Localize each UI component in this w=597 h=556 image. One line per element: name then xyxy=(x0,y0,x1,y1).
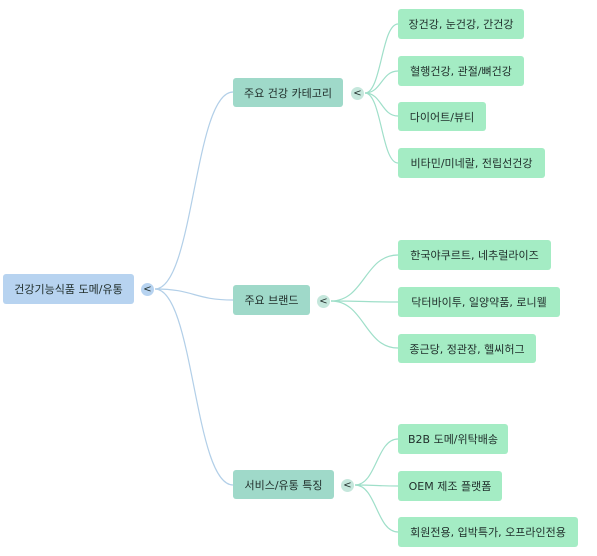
connector-line xyxy=(354,484,399,487)
leaf-label: 장건강, 눈건강, 간건강 xyxy=(408,18,514,31)
leaf-node[interactable]: 비타민/미네랄, 전립선건강 xyxy=(398,148,545,178)
branch-node-health-categories[interactable]: 주요 건강 카테고리 xyxy=(233,78,343,107)
connector-line xyxy=(154,91,234,290)
leaf-node[interactable]: 닥터바이투, 일양약품, 로니웰 xyxy=(398,287,560,317)
leaf-node[interactable]: 장건강, 눈건강, 간건강 xyxy=(398,9,524,39)
root-label: 건강기능식품 도메/유통 xyxy=(14,283,123,296)
connector-line xyxy=(354,484,399,533)
root-collapse-toggle[interactable]: < xyxy=(140,282,155,297)
leaf-node[interactable]: OEM 제조 플랫폼 xyxy=(398,471,502,501)
branch-label: 주요 브랜드 xyxy=(244,294,299,307)
branch-label: 주요 건강 카테고리 xyxy=(244,86,332,100)
connector-line xyxy=(364,92,399,117)
leaf-node[interactable]: 종근당, 정관장, 헬씨허그 xyxy=(398,334,536,363)
branch-node-brands[interactable]: 주요 브랜드 xyxy=(233,285,310,315)
leaf-label: 비타민/미네랄, 전립선건강 xyxy=(410,157,533,170)
chevron-left-icon: < xyxy=(143,283,152,295)
leaf-label: 회원전용, 입박특가, 오프라인전용 xyxy=(410,526,566,539)
leaf-label: 한국야쿠르트, 네추럴라이즈 xyxy=(410,249,539,262)
chevron-left-icon: < xyxy=(319,295,328,307)
leaf-node[interactable]: B2B 도메/위탁배송 xyxy=(398,424,508,454)
connector-line xyxy=(330,300,399,349)
branch-collapse-toggle[interactable]: < xyxy=(316,294,331,309)
root-node[interactable]: 건강기능식품 도메/유통 xyxy=(3,274,134,304)
branch-collapse-toggle[interactable]: < xyxy=(340,478,355,493)
root-connectors xyxy=(154,91,234,486)
connector-line xyxy=(364,23,399,94)
chevron-left-icon: < xyxy=(353,87,362,99)
connector-line xyxy=(154,288,234,301)
connector-line xyxy=(364,70,399,94)
leaf-label: B2B 도메/위탁배송 xyxy=(407,433,498,446)
connector-line xyxy=(330,300,399,303)
connector-line xyxy=(364,92,399,164)
leaf-node[interactable]: 다이어트/뷰티 xyxy=(398,102,486,131)
leaf-node[interactable]: 혈행건강, 관절/뼈건강 xyxy=(398,56,524,86)
connector-line xyxy=(154,288,234,486)
chevron-left-icon: < xyxy=(343,479,352,491)
leaf-label: 닥터바이투, 일양약품, 로니웰 xyxy=(411,296,547,309)
branch-connectors xyxy=(330,23,399,533)
branch-node-services[interactable]: 서비스/유통 특징 xyxy=(233,470,334,499)
leaf-label: OEM 제조 플랫폼 xyxy=(408,480,492,493)
connector-line xyxy=(354,438,399,486)
leaf-node[interactable]: 한국야쿠르트, 네추럴라이즈 xyxy=(398,240,551,270)
branch-collapse-toggle[interactable]: < xyxy=(350,86,365,101)
leaf-label: 혈행건강, 관절/뼈건강 xyxy=(410,65,512,78)
leaf-label: 다이어트/뷰티 xyxy=(409,110,475,124)
leaf-node[interactable]: 회원전용, 입박특가, 오프라인전용 xyxy=(398,517,578,547)
connector-line xyxy=(330,254,399,302)
leaf-label: 종근당, 정관장, 헬씨허그 xyxy=(409,342,525,356)
branch-label: 서비스/유통 특징 xyxy=(244,478,323,492)
